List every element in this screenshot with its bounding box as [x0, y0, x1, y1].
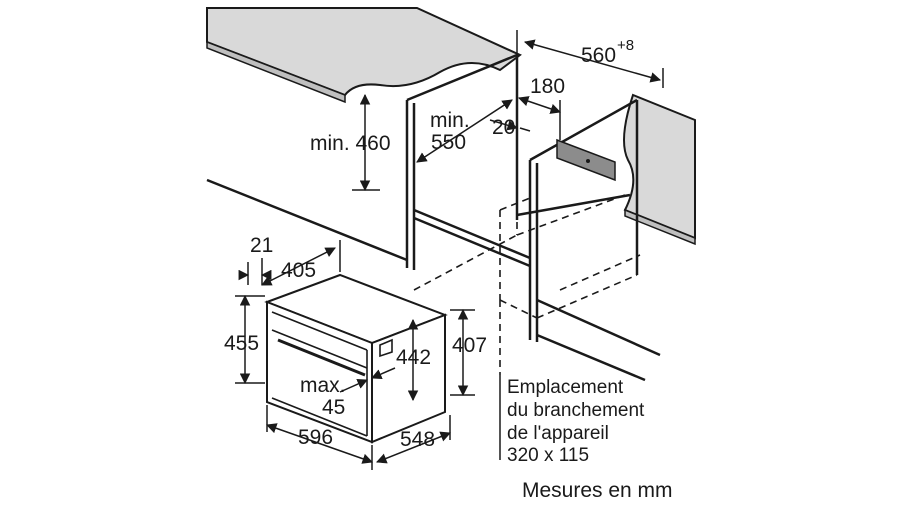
connection-note-line-1: Emplacement — [507, 377, 624, 398]
niche-width-value: 560 — [581, 44, 616, 67]
niche-width-tolerance: +8 — [617, 37, 634, 54]
body-depth-value: 405 — [281, 259, 316, 282]
connection-note-line-2: du branchement — [507, 400, 645, 421]
connection-note-line-4: 320 x 115 — [507, 445, 589, 466]
niche-walls — [206, 53, 661, 382]
max-label: max. — [300, 374, 346, 397]
connection-note-line-3: de l'appareil — [507, 423, 609, 444]
front-height-value: 455 — [224, 332, 259, 355]
min-depth-value: 550 — [431, 131, 466, 154]
units-note: Mesures en mm — [522, 479, 673, 502]
body-height-value: 442 — [396, 346, 431, 369]
connection-offset-value: 180 — [530, 75, 565, 98]
dimension-lines — [235, 30, 664, 470]
countertop-left — [206, 7, 522, 104]
top-offset-value: 21 — [250, 234, 273, 257]
back-gap-value: 20 — [492, 116, 515, 139]
vent-grille — [556, 138, 616, 182]
hidden-outline-dashed — [413, 150, 641, 375]
min-depth-label: min. — [430, 109, 470, 132]
connection-note: Emplacement du branchement de l'appareil… — [507, 377, 645, 466]
side-height-value: 407 — [452, 334, 487, 357]
countertop-right — [623, 93, 696, 246]
total-depth-value: 548 — [400, 428, 435, 451]
front-width-value: 596 — [298, 426, 333, 449]
min-height-label: min. 460 — [310, 132, 391, 155]
max-value: 45 — [322, 396, 345, 419]
